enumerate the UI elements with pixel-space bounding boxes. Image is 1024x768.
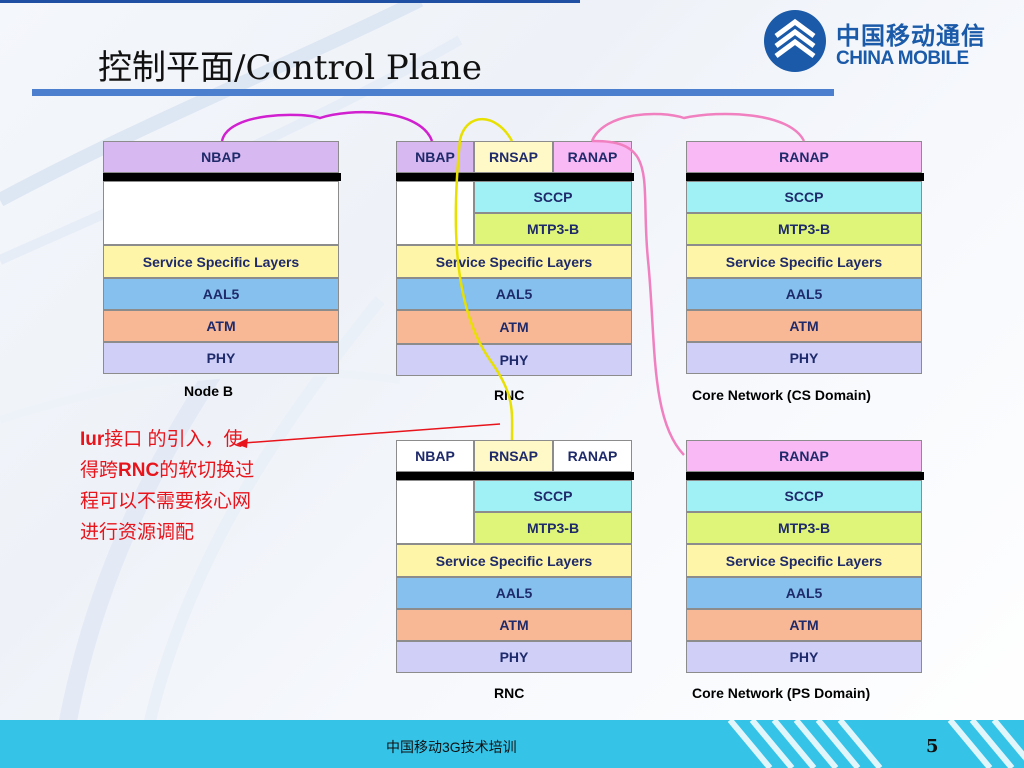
rnc-bottom-sccp: SCCP	[474, 480, 632, 512]
rnc-bottom-mtp3b: MTP3-B	[474, 512, 632, 544]
title-underline	[32, 89, 834, 96]
cn-ps-label: Core Network (PS Domain)	[692, 685, 871, 701]
rnc-top-ssl: Service Specific Layers	[396, 245, 632, 278]
iur-annotation: Iur接口 的引入，使得跨RNC的软切换过程可以不需要核心网进行资源调配	[80, 424, 255, 548]
rnc-top-mtp3b: MTP3-B	[474, 213, 632, 245]
rnc-top-empty	[396, 181, 474, 245]
cn-cs-ranap: RANAP	[686, 141, 922, 173]
cn-cs-phy: PHY	[686, 342, 922, 374]
cn-ps-aal5: AAL5	[686, 577, 922, 609]
node-b-aal5: AAL5	[103, 278, 339, 310]
rnc-bottom-empty	[396, 480, 474, 544]
cn-cs-mtp3b: MTP3-B	[686, 213, 922, 245]
rnc-top-phy: PHY	[396, 344, 632, 376]
logo-chinese-text: 中国移动通信	[836, 23, 986, 50]
node-b-empty	[103, 181, 339, 245]
rnc-bottom-nbap: NBAP	[396, 440, 474, 472]
rnc-top-nbap: NBAP	[396, 141, 474, 173]
annotation-text-1: 接口 的引入，使得跨	[80, 429, 243, 481]
rnc-bottom-divider	[396, 472, 634, 480]
node-b-nbap: NBAP	[103, 141, 339, 173]
cn-ps-ranap: RANAP	[686, 440, 922, 472]
logo-english-text: CHINA MOBILE	[836, 48, 969, 69]
annotation-rnc: RNC	[118, 460, 160, 481]
node-b-ssl: Service Specific Layers	[103, 245, 339, 278]
footer-bar: 中国移动3G技术培训 5	[0, 720, 1024, 768]
footer-text: 中国移动3G技术培训	[386, 739, 517, 755]
rnc-bottom-label: RNC	[494, 685, 525, 701]
rnc-top-rnsap: RNSAP	[474, 141, 553, 173]
page-number: 5	[926, 736, 939, 757]
cn-ps-mtp3b: MTP3-B	[686, 512, 922, 544]
cn-cs-sccp: SCCP	[686, 181, 922, 213]
rnc-top-ranap: RANAP	[553, 141, 632, 173]
rnc-top-atm: ATM	[396, 310, 632, 344]
rnc-bottom-phy: PHY	[396, 641, 632, 673]
annotation-text-2: 的软切换过程可以不需要核心网进行资源调配	[80, 460, 255, 543]
rnc-top-aal5: AAL5	[396, 278, 632, 310]
cn-cs-atm: ATM	[686, 310, 922, 342]
node-b-atm: ATM	[103, 310, 339, 342]
rnc-bottom-ranap: RANAP	[553, 440, 632, 472]
rnc-bottom-atm: ATM	[396, 609, 632, 641]
annotation-iur: Iur	[80, 429, 105, 450]
rnc-top-divider	[396, 173, 634, 181]
top-accent-line	[0, 0, 580, 3]
rnc-bottom-rnsap: RNSAP	[474, 440, 553, 472]
cn-cs-label: Core Network (CS Domain)	[692, 387, 871, 403]
china-mobile-emblem-icon	[764, 10, 826, 72]
footer-stripes	[727, 720, 1024, 768]
node-b-divider	[103, 173, 341, 181]
cn-cs-divider	[686, 173, 924, 181]
cn-ps-divider	[686, 472, 924, 480]
cn-ps-atm: ATM	[686, 609, 922, 641]
rnc-top-sccp: SCCP	[474, 181, 632, 213]
slide-title: 控制平面/Control Plane	[98, 48, 482, 88]
node-b-label: Node B	[184, 383, 233, 399]
china-mobile-logo: 中国移动通信 CHINA MOBILE	[762, 8, 1012, 78]
cn-ps-phy: PHY	[686, 641, 922, 673]
rnc-top-label: RNC	[494, 387, 525, 403]
cn-ps-ssl: Service Specific Layers	[686, 544, 922, 577]
node-b-phy: PHY	[103, 342, 339, 374]
cn-cs-aal5: AAL5	[686, 278, 922, 310]
cn-ps-sccp: SCCP	[686, 480, 922, 512]
cn-cs-ssl: Service Specific Layers	[686, 245, 922, 278]
rnc-bottom-ssl: Service Specific Layers	[396, 544, 632, 577]
rnc-bottom-aal5: AAL5	[396, 577, 632, 609]
